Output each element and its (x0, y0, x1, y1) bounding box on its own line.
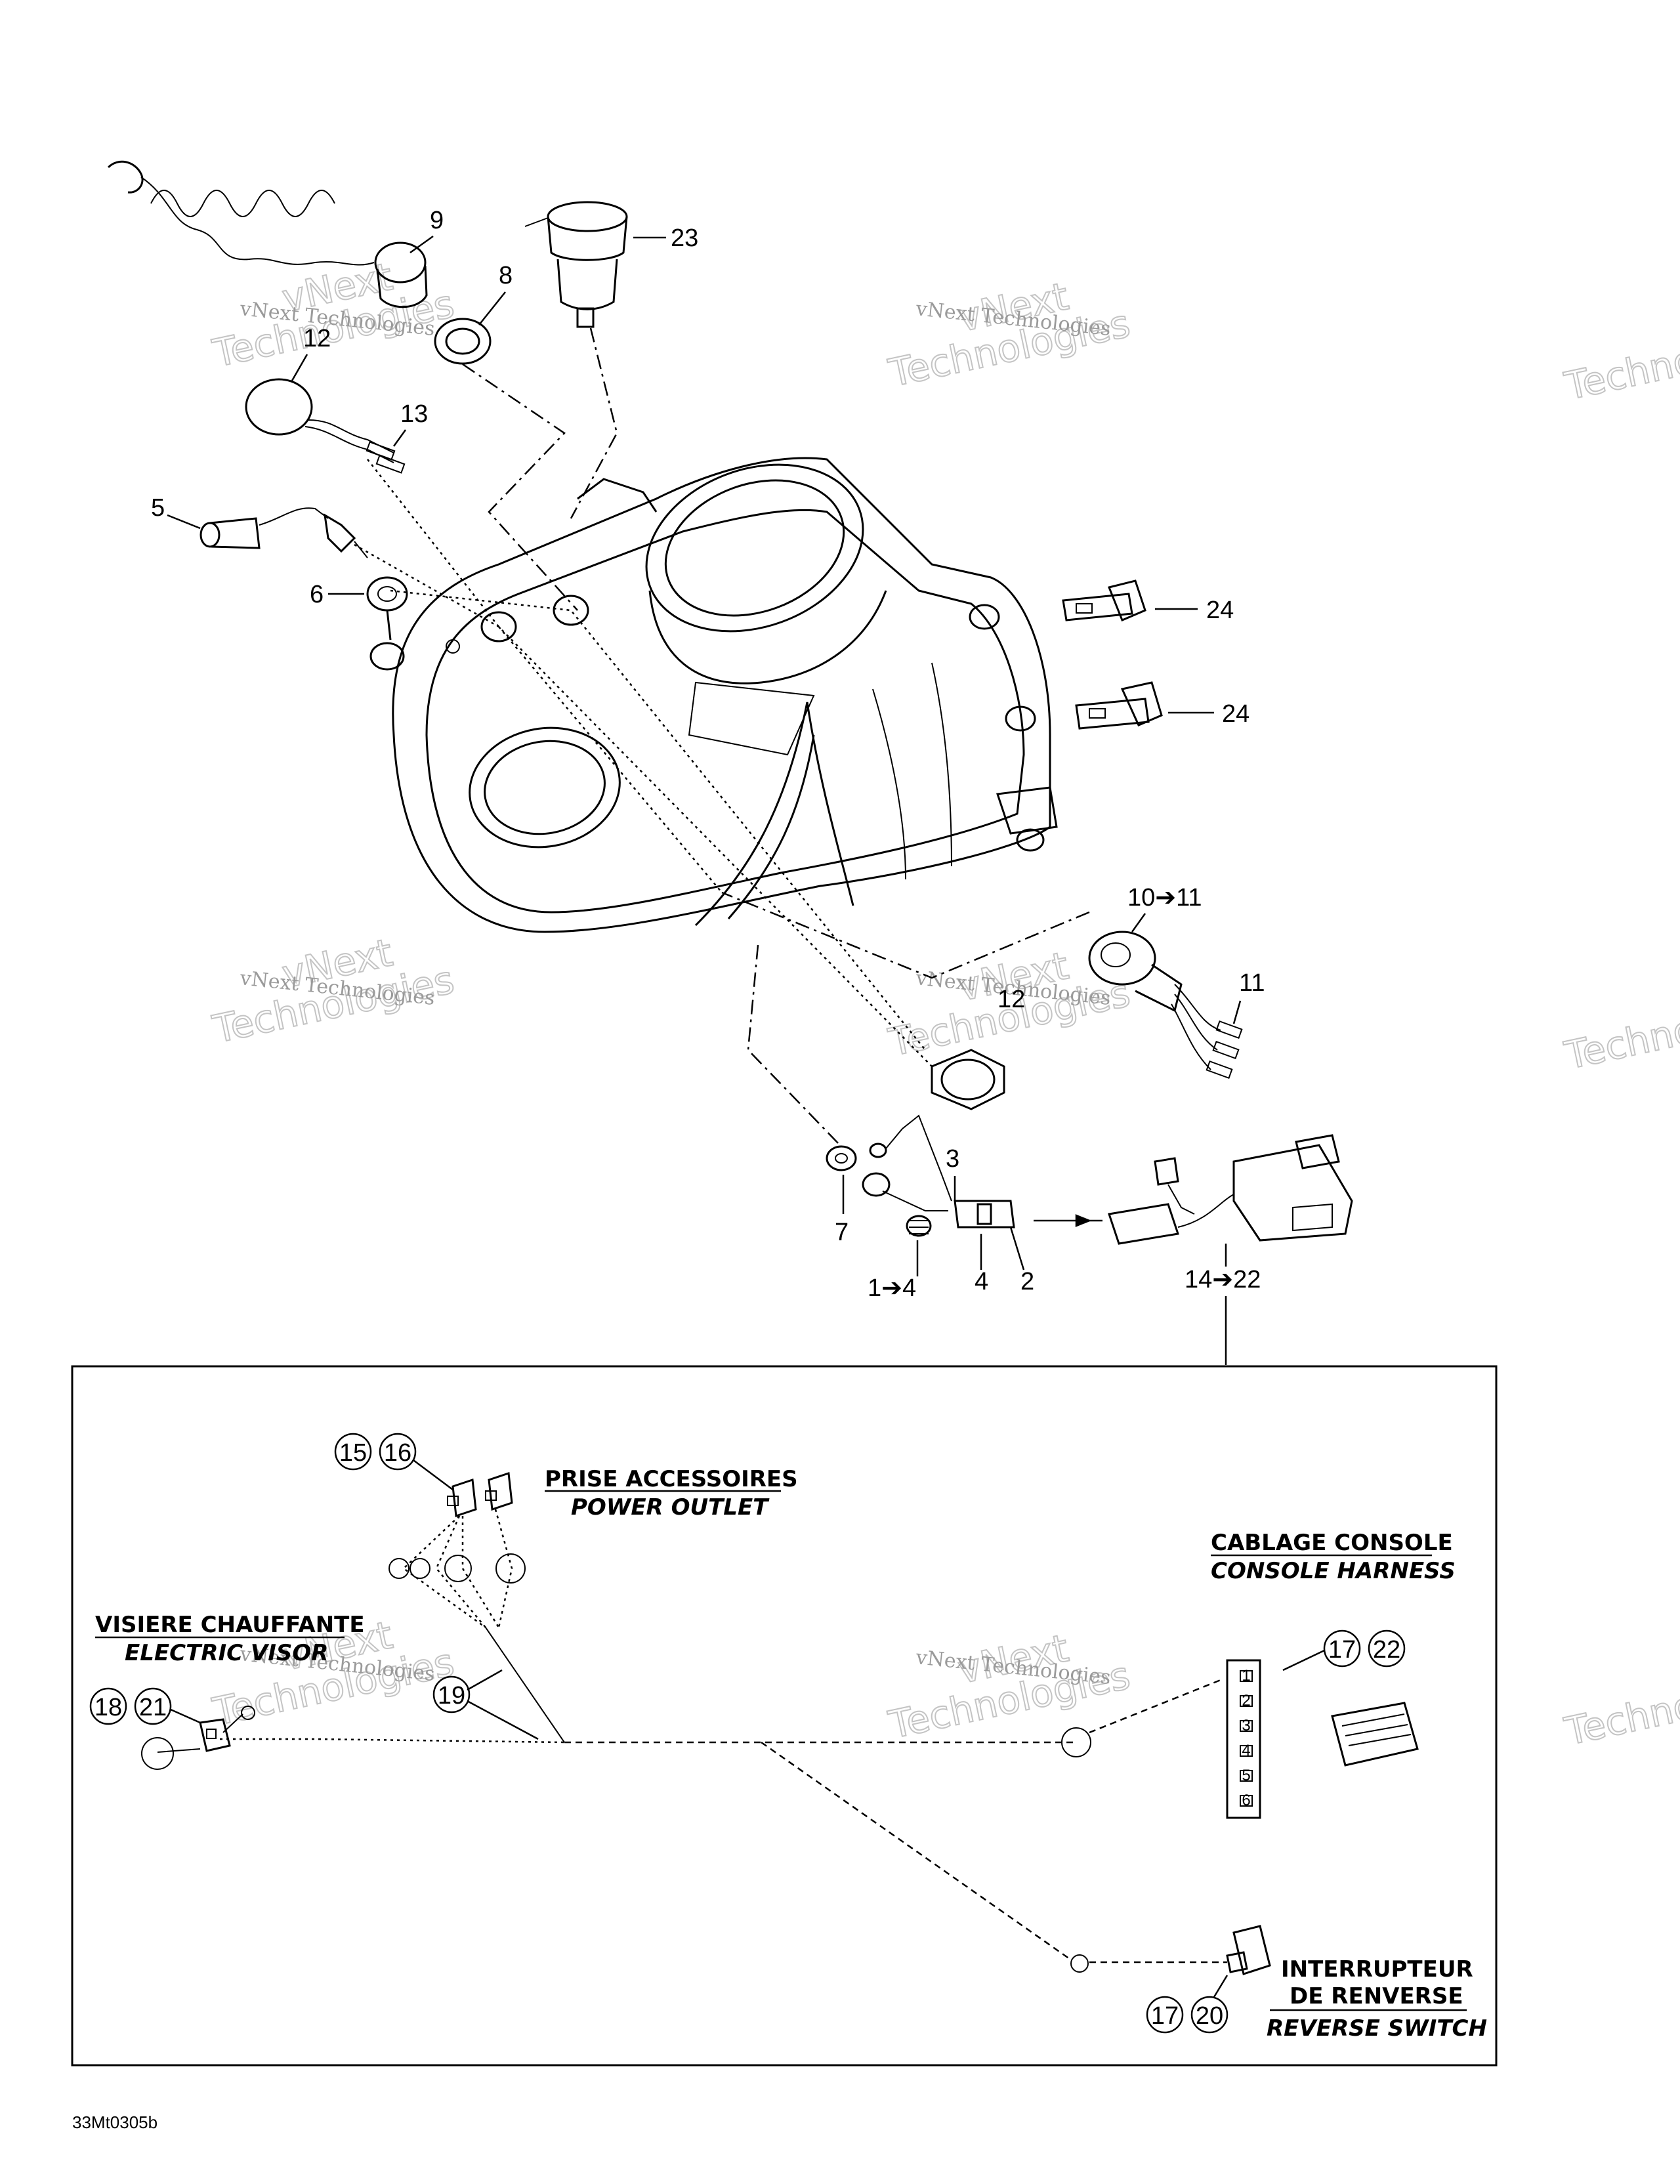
callout-group: 9 23 8 12 13 5 6 24 24 10➔11 11 12 3 7 1… (151, 207, 1265, 1365)
callout-1-4: 1➔4 (868, 1274, 916, 1302)
circled-callout-21: 21 (139, 1694, 167, 1721)
callout-6: 6 (310, 581, 324, 608)
callout-24-lower: 24 (1222, 700, 1250, 728)
circled-callout-17-upper: 17 (1328, 1636, 1356, 1664)
svg-text:Technologies: Technologies (1561, 984, 1680, 1078)
callout-14-22: 14➔22 (1185, 1266, 1261, 1293)
drawing-code: 33Mt0305b (72, 2112, 158, 2132)
svg-text:Technologies: Technologies (1561, 1660, 1680, 1754)
watermark-9: Technologies (1560, 1659, 1680, 1755)
console-pin-connector: 1 2 3 4 5 6 (1226, 1659, 1419, 1819)
console-harness-title-fr: CABLAGE CONSOLE (1211, 1530, 1453, 1556)
power-outlet-title-en: POWER OUTLET (571, 1494, 770, 1521)
tether-key-part-9 (107, 160, 428, 308)
circled-callout-15: 15 (339, 1439, 367, 1467)
console-harness-title-en: CONSOLE HARNESS (1211, 1558, 1456, 1584)
ignition-switch-part-10 (1088, 931, 1221, 1070)
watermark-8: Technologies (1560, 983, 1680, 1079)
wiring-inset: 15 16 18 21 19 17 22 17 20 PRISE AC (71, 1365, 1498, 2067)
pin-list: 1 2 3 4 5 6 (1240, 1667, 1253, 1809)
connector-part-2 (954, 1200, 1015, 1228)
harness-wires (157, 1509, 1227, 1964)
svg-text:Technologies: Technologies (1561, 314, 1680, 409)
callout-2: 2 (1020, 1268, 1034, 1295)
nut-part-12 (931, 1049, 1005, 1110)
circled-callout-22: 22 (1373, 1636, 1400, 1664)
pin-label-1: 1 (1242, 1667, 1250, 1685)
watermark-group: Technologies vNext vNext Technologies Te… (208, 253, 1680, 1755)
terminal-part-11 (1206, 1020, 1243, 1080)
power-outlet-connectors (447, 1471, 513, 1518)
terminal-part-13 (366, 441, 406, 474)
circled-callout-16: 16 (384, 1439, 411, 1467)
visor-title-en: ELECTRIC VISOR (125, 1640, 328, 1666)
reverse-switch-title-en: REVERSE SWITCH (1267, 2015, 1487, 2042)
pin-label-4: 4 (1242, 1742, 1250, 1759)
callout-12-lower: 12 (998, 986, 1025, 1013)
assembly-lines (354, 327, 1102, 1227)
circled-callout-18: 18 (94, 1694, 122, 1721)
console-harness-part-14 (1108, 1134, 1353, 1245)
callout-11: 11 (1239, 969, 1265, 997)
ground-wire-part-3 (862, 1114, 952, 1211)
circled-callout-17-lower: 17 (1151, 2002, 1179, 2030)
reverse-switch-title-fr-2: DE RENVERSE (1290, 1983, 1463, 2009)
callout-23: 23 (671, 224, 698, 252)
reverse-switch-connector (1226, 1925, 1271, 1975)
callout-12-upper: 12 (303, 325, 331, 352)
watermark-7: Technologies (1560, 314, 1680, 410)
bushing-part-6 (366, 576, 408, 671)
console-housing (392, 457, 1058, 933)
circled-callout-19: 19 (438, 1682, 465, 1710)
pin-label-2: 2 (1242, 1692, 1250, 1710)
callout-7: 7 (835, 1219, 849, 1246)
washer-part-7 (826, 1145, 857, 1171)
wire-markers (141, 1553, 1091, 1973)
visor-connector (199, 1718, 231, 1752)
callout-24-upper: 24 (1206, 597, 1234, 624)
pin-label-6: 6 (1242, 1792, 1250, 1809)
grommet-part-8 (434, 318, 492, 365)
callout-8: 8 (499, 262, 513, 289)
reverse-switch-title-fr-1: INTERRUPTEUR (1281, 1956, 1473, 1983)
power-outlet-part-23 (524, 201, 628, 328)
callout-4: 4 (975, 1268, 988, 1295)
callout-9: 9 (430, 207, 444, 234)
indicator-light-part-12 (245, 378, 394, 463)
circled-callout-20: 20 (1196, 2002, 1223, 2030)
circled-callouts: 15 16 18 21 19 17 22 17 20 (89, 1433, 1406, 2034)
sensor-cable-part-5 (200, 507, 368, 558)
pin-label-5: 5 (1242, 1767, 1250, 1784)
visor-title-fr: VISIERE CHAUFFANTE (95, 1612, 365, 1638)
pin-label-3: 3 (1242, 1717, 1250, 1734)
fuse-holder-part-1 (906, 1215, 932, 1237)
clip-part-24-lower (1075, 681, 1163, 730)
callout-10-11: 10➔11 (1127, 884, 1202, 912)
clip-part-24-upper (1062, 579, 1146, 621)
callout-3: 3 (946, 1145, 959, 1173)
callout-5: 5 (151, 494, 165, 522)
callout-13: 13 (400, 400, 428, 428)
power-outlet-title-fr: PRISE ACCESSOIRES (545, 1466, 798, 1492)
